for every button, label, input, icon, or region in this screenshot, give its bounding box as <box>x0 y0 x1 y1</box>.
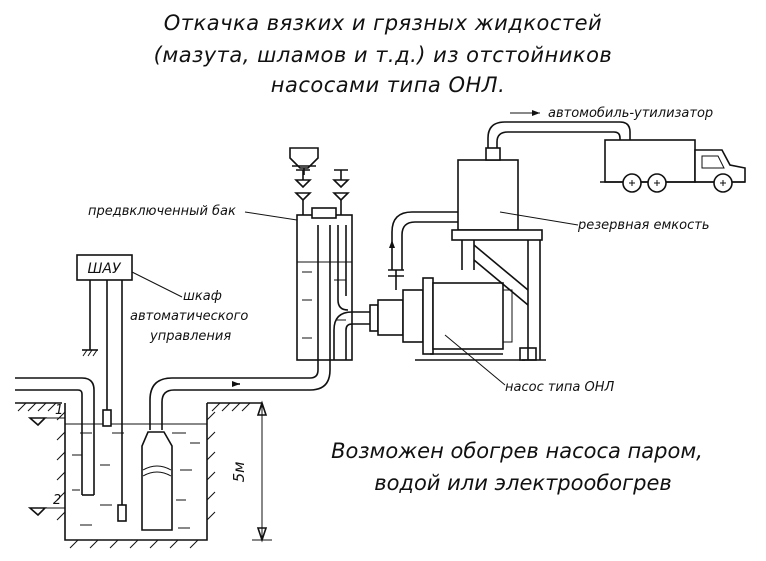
level-2-label: 2 <box>53 493 61 508</box>
reserve-label: резервная емкость <box>577 218 710 233</box>
preliminary-tank: предвключенный бак <box>88 147 353 361</box>
pump-label: насос типа ОНЛ <box>505 380 614 395</box>
cabinet-label-1: шкаф <box>183 289 222 304</box>
truck-label: автомобиль-утилизатор <box>548 106 713 121</box>
prebank-label: предвключенный бак <box>88 204 236 219</box>
control-cabinet: ШАУ шкаф автоматического управления <box>76 254 248 357</box>
depth-dimension: 5м <box>230 400 272 543</box>
pipe-to-truck: автомобиль-утилизатор <box>485 106 713 161</box>
pipe-to-tank <box>309 225 331 391</box>
title-line-1: Откачка вязких и грязных жидкостей <box>164 11 602 35</box>
level-1-label: 1 <box>55 403 63 418</box>
level-sensors <box>102 280 127 522</box>
cabinet-label-3: управления <box>149 329 231 344</box>
pipe-to-reserve <box>389 211 458 270</box>
truck <box>600 139 746 193</box>
title-line-3: насосами типа ОНЛ. <box>271 73 506 97</box>
inflow-pipe <box>15 377 95 496</box>
settling-pit: 1 2 <box>15 402 262 549</box>
cabinet-label-2: автоматического <box>130 309 248 324</box>
note-line-1: Возможен обогрев насоса паром, <box>331 439 703 463</box>
title-line-2: (мазута, шламов и т.д.) из отстойников <box>154 43 613 67</box>
note-line-2: водой или электрообогрев <box>374 471 672 495</box>
shau-label: ШАУ <box>87 261 122 277</box>
submerged-pump <box>141 377 310 531</box>
onl-pump: насос типа ОНЛ <box>377 269 614 395</box>
depth-label: 5м <box>230 462 248 483</box>
